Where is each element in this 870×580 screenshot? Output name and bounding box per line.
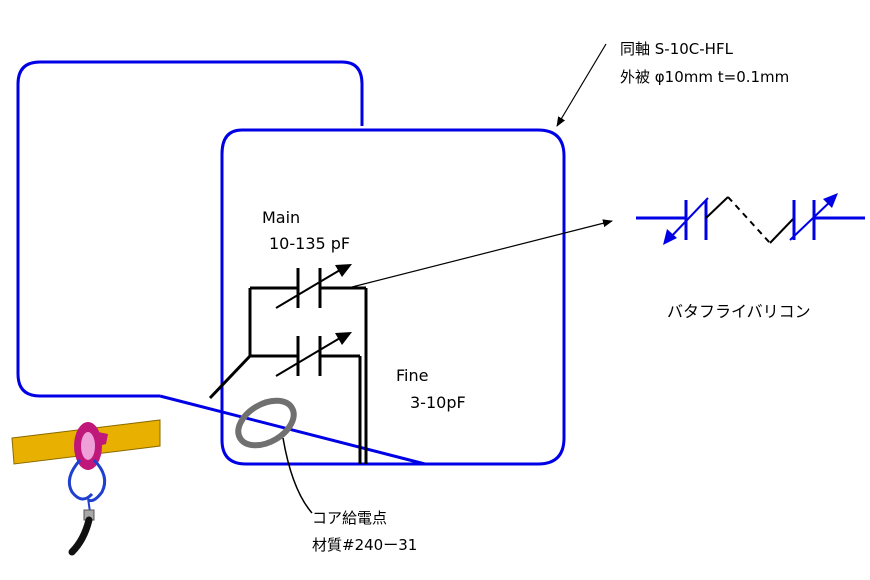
butterfly-capacitor-label: バタフライバリコン <box>667 302 811 321</box>
core-material-label: 材質#240ー31 <box>312 536 418 554</box>
butterfly-capacitor-symbol <box>636 193 865 245</box>
loop-crossover <box>159 394 426 466</box>
cable-spec-line1: 同軸 S-10C-HFL <box>620 40 733 58</box>
cable-pointer-arrow <box>556 43 607 127</box>
butterfly-pointer-arrow <box>351 219 613 288</box>
fine-cap-value: 3-10pF <box>410 393 466 412</box>
feed-point-label: コア給電点 <box>312 509 388 527</box>
coax-lead <box>68 516 93 556</box>
fine-variable-capacitor <box>275 332 352 377</box>
feed-winding <box>67 458 107 503</box>
inner-loop <box>220 128 566 466</box>
cable-spec-line2: 外被 φ10mm t=0.1mm <box>620 68 790 86</box>
outer-loop <box>16 60 364 398</box>
core-ring <box>235 397 297 449</box>
core-leader-line <box>282 437 313 514</box>
main-cap-label: Main <box>262 208 301 227</box>
main-variable-capacitor <box>275 264 352 309</box>
capacitor-wiring <box>208 286 368 464</box>
toroid-feed-illustration <box>11 419 161 556</box>
fine-cap-label: Fine <box>396 366 429 385</box>
main-cap-value: 10-135 pF <box>269 234 351 253</box>
